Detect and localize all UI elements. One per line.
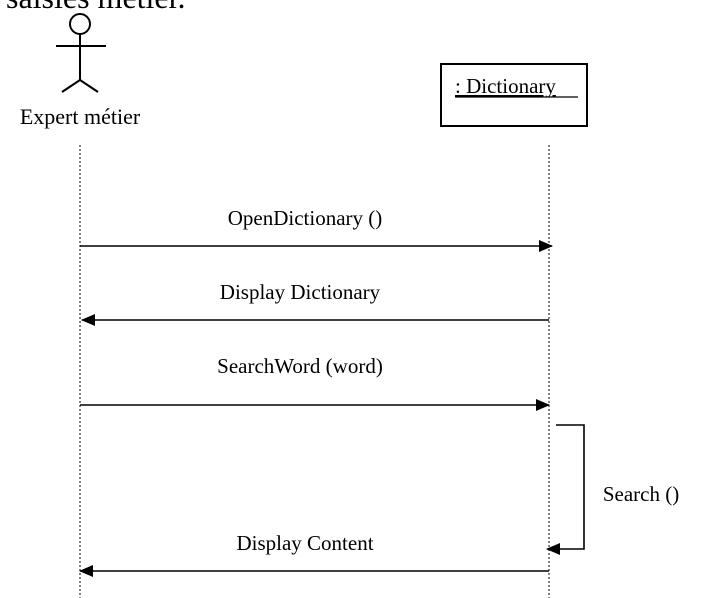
self-call-label: Search ()	[603, 482, 679, 506]
message-label: Display Content	[236, 531, 373, 555]
self-call-arrow	[546, 424, 585, 555]
actor-name: Expert métier	[20, 104, 141, 129]
message-label: Display Dictionary	[220, 280, 381, 304]
cropped-header-text: saisies métier.	[6, 0, 186, 15]
actor-figure-icon	[56, 13, 106, 93]
object-name: : Dictionary	[455, 74, 556, 98]
object-box	[440, 63, 588, 127]
message-label: SearchWord (word)	[217, 354, 383, 378]
message-label: OpenDictionary ()	[228, 206, 383, 230]
